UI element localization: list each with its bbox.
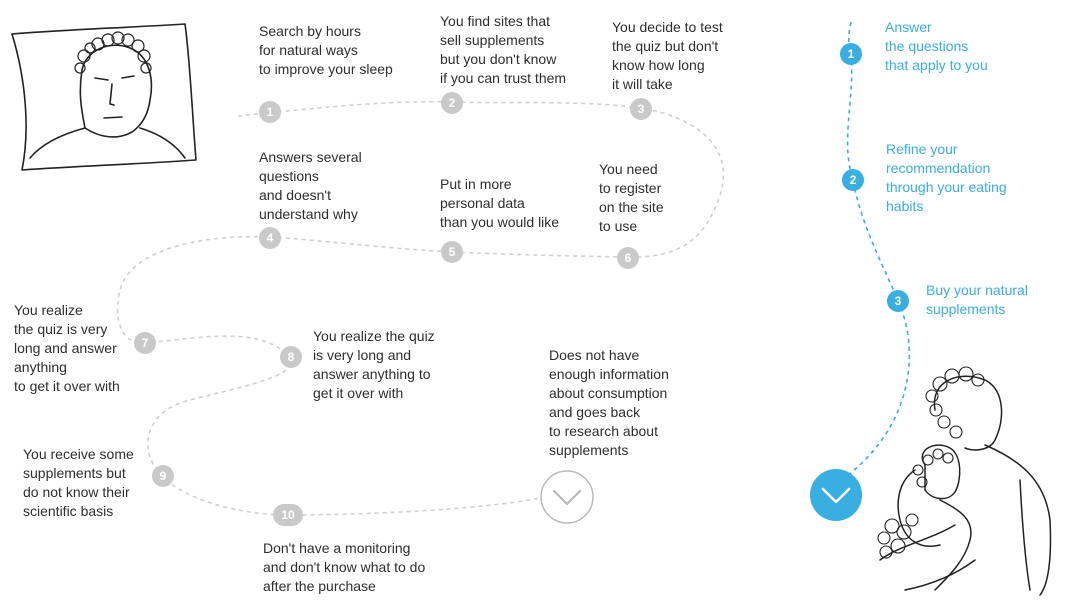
- step-marker-3: 3: [630, 98, 652, 120]
- step-marker-2: 2: [441, 92, 463, 114]
- old-journey-end-chevron-icon: [540, 470, 594, 524]
- step-8-label: You realize the quiz is very long and an…: [313, 328, 435, 401]
- new-step-marker-1: 1: [840, 43, 862, 65]
- new-journey-end-chevron-icon: [810, 469, 862, 521]
- sleeping-person-illustration: [11, 23, 197, 171]
- step-10-label: Don't have a monitoring and don't know w…: [263, 540, 426, 594]
- old-journey-end-label: Does not have enough information about c…: [549, 347, 669, 458]
- step-marker-7: 7: [134, 332, 156, 354]
- step-marker-6: 6: [617, 247, 639, 269]
- new-step-marker-3: 3: [887, 290, 909, 312]
- step-1-label: Search by hours for natural ways to impr…: [259, 23, 393, 77]
- step-marker-8: 8: [280, 346, 302, 368]
- new-step-marker-2: 2: [842, 169, 864, 191]
- step-2-label: You find sites that sell supplements but…: [440, 13, 567, 86]
- step-marker-1: 1: [259, 101, 281, 123]
- step-9-label: You receive some supplements but do not …: [23, 446, 134, 519]
- step-marker-10: 10: [273, 504, 303, 526]
- new-step-2-label: Refine your recommendation through your …: [886, 141, 1007, 214]
- step-6-label: You need to register on the site to use: [599, 161, 664, 234]
- new-step-3-label: Buy your natural supplements: [926, 282, 1028, 317]
- step-5-label: Put in more personal data than you would…: [440, 176, 560, 230]
- step-4-label: Answers several questions and doesn't un…: [259, 149, 362, 222]
- step-marker-5: 5: [441, 241, 463, 263]
- new-journey-path: [835, 21, 911, 485]
- step-3-label: You decide to test the quiz but don't kn…: [612, 19, 723, 92]
- hugging-people-illustration: [877, 366, 1052, 596]
- step-marker-4: 4: [259, 227, 281, 249]
- new-step-1-label: Answer the questions that apply to you: [885, 19, 988, 73]
- step-7-label: You realize the quiz is very long and an…: [14, 302, 120, 394]
- step-marker-9: 9: [152, 465, 174, 487]
